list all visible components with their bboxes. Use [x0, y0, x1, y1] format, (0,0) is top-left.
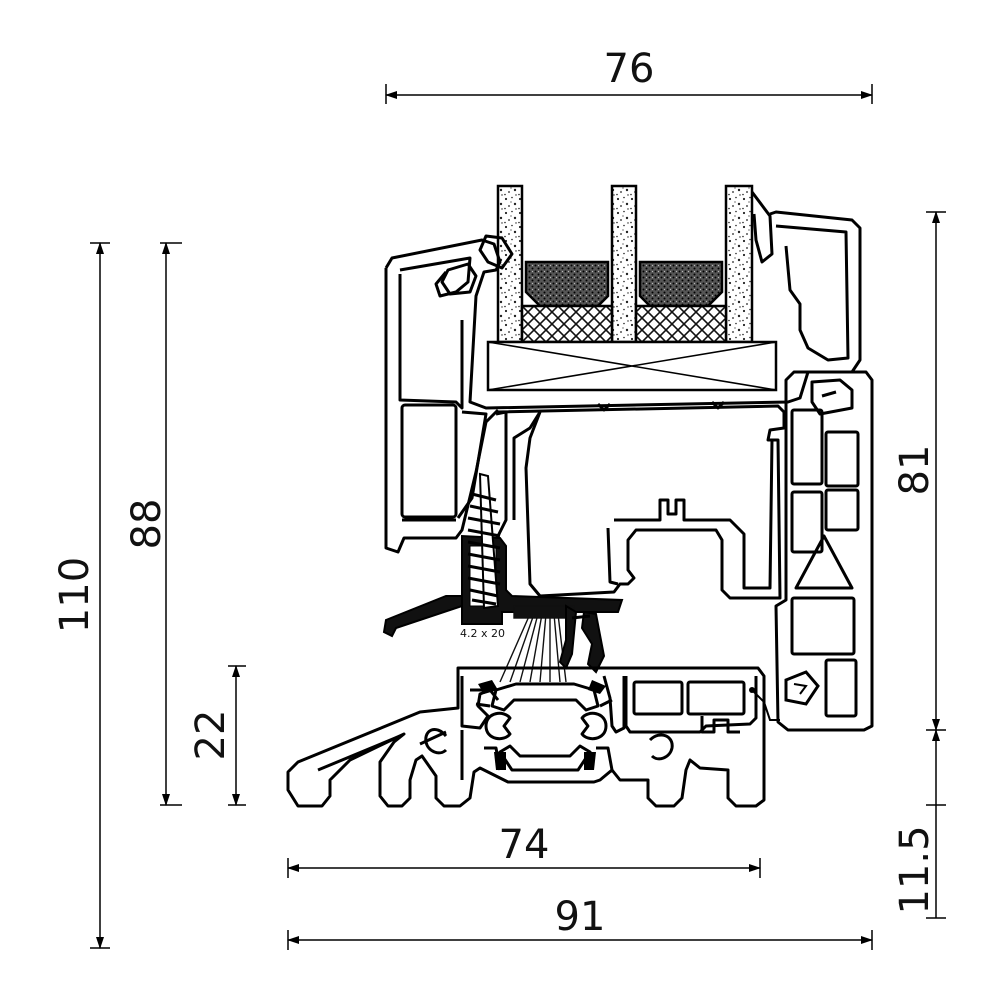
- dimension-sash-height-label: 81: [892, 445, 938, 496]
- dimension-frame-depth-label: 74: [499, 822, 550, 868]
- dimension-sill-height-label: 22: [188, 710, 234, 761]
- sash-profile: [384, 191, 874, 732]
- dimension-total-height-label: 110: [52, 557, 98, 633]
- dimension-sill-drop: 11.5: [892, 729, 946, 919]
- dimension-sash-height: 81: [892, 211, 946, 731]
- dimension-overall-depth: 91: [287, 894, 873, 950]
- dimension-sill-height: 22: [188, 665, 246, 806]
- weather-gasket: [558, 604, 606, 674]
- sealant-right: [634, 304, 728, 344]
- dimension-frame-depth: 74: [287, 822, 761, 878]
- screw-label: 4.2 x 20: [460, 627, 505, 640]
- dimension-top-width-label: 76: [604, 46, 655, 92]
- sealant-left: [520, 304, 614, 344]
- sash-gasket-right: [749, 670, 820, 721]
- spacer-right: [638, 260, 724, 308]
- dimension-sill-drop-label: 11.5: [892, 825, 938, 914]
- sill-clip-marks: [478, 680, 606, 770]
- dimension-frame-height: 88: [124, 242, 182, 806]
- screw-icon: [467, 472, 501, 610]
- glass-pane-inner: [724, 184, 754, 344]
- dimension-overall-depth-label: 91: [555, 894, 606, 940]
- spacer-left: [524, 260, 610, 308]
- glass-pane-middle: [610, 184, 638, 344]
- glass-pane-outer: [496, 184, 524, 344]
- triple-glazing: [496, 184, 754, 344]
- glazing-block: [486, 340, 778, 392]
- dimension-frame-height-label: 88: [124, 499, 170, 550]
- dimension-total-height: 110: [52, 242, 110, 949]
- dimension-top-width: 76: [385, 46, 873, 104]
- brush-seal: [499, 605, 575, 683]
- sill-profile: [286, 666, 766, 808]
